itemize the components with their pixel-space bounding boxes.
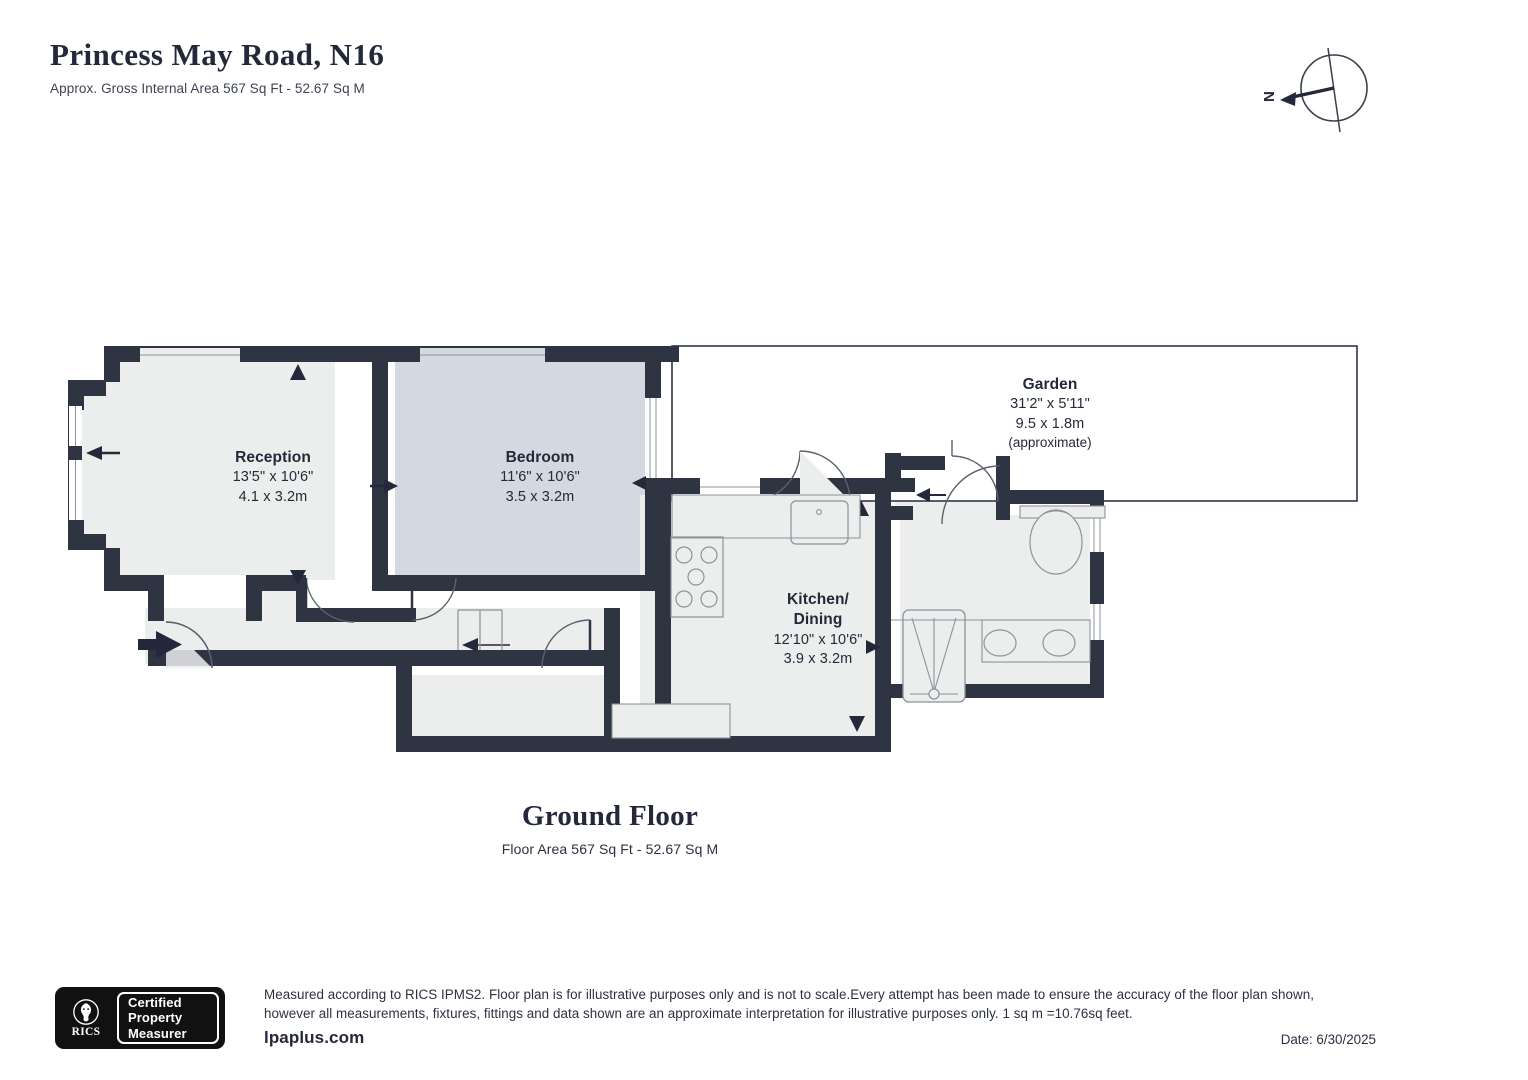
doors xyxy=(165,440,1002,669)
rics-wordmark: RICS xyxy=(71,1025,101,1038)
floor-name: Ground Floor xyxy=(521,800,699,832)
basin-icon xyxy=(983,629,1017,657)
rics-certified-property-measurer-badge: RICS Certified Property Measurer xyxy=(55,987,225,1049)
room-shape-bedroom xyxy=(395,355,645,590)
rics-cert-line2: Property xyxy=(128,1010,183,1026)
shower-icon xyxy=(902,609,966,703)
disclaimer-line-2: however all measurements, fixtures, fitt… xyxy=(264,1006,1133,1022)
room-shape-rear-lobby xyxy=(400,675,620,750)
bathroom-fixtures xyxy=(902,505,1106,703)
toilet-icon xyxy=(1029,509,1083,575)
floor-caption: Ground Floor Floor Area 567 Sq Ft - 52.6… xyxy=(0,800,1220,857)
basin-icon xyxy=(1042,629,1076,657)
interior-detail-lines xyxy=(671,537,1090,621)
sink-icon xyxy=(790,500,849,545)
entrance-arrow-icon xyxy=(138,631,182,658)
footer: RICS Certified Property Measurer Measure… xyxy=(0,975,1528,1065)
hob-icon xyxy=(670,536,724,618)
floor-area: Floor Area 567 Sq Ft - 52.67 Sq M xyxy=(501,841,719,857)
rics-certification-text: Certified Property Measurer xyxy=(117,992,219,1044)
disclaimer-line-1: Measured according to RICS IPMS2. Floor … xyxy=(264,987,1314,1002)
site-url-link[interactable]: lpaplus.com xyxy=(264,1028,365,1048)
opening-markers xyxy=(86,364,946,732)
compass-north-label: N xyxy=(1262,91,1278,102)
plan-header: Princess May Road, N16 Approx. Gross Int… xyxy=(50,37,750,97)
room-shape-reception xyxy=(80,360,335,608)
rics-lion-icon xyxy=(73,998,99,1025)
windows xyxy=(69,348,1104,640)
plan-date: Date: 6/30/2025 xyxy=(1280,1032,1376,1047)
floor-plan-drawing xyxy=(0,320,1528,790)
disclaimer-block: Measured according to RICS IPMS2. Floor … xyxy=(264,985,1374,1048)
rics-logo: RICS xyxy=(55,987,117,1049)
gross-area-subtitle: Approx. Gross Internal Area 567 Sq Ft - … xyxy=(50,81,365,97)
kitchen-fixtures xyxy=(611,494,861,739)
compass-rose: N xyxy=(1261,40,1392,140)
page-title: Princess May Road, N16 xyxy=(50,37,385,72)
staircase xyxy=(457,609,503,650)
rics-cert-line1: Certified xyxy=(128,995,182,1010)
rics-cert-line3: Measurer xyxy=(128,1025,187,1041)
garden-outline xyxy=(671,345,1358,502)
